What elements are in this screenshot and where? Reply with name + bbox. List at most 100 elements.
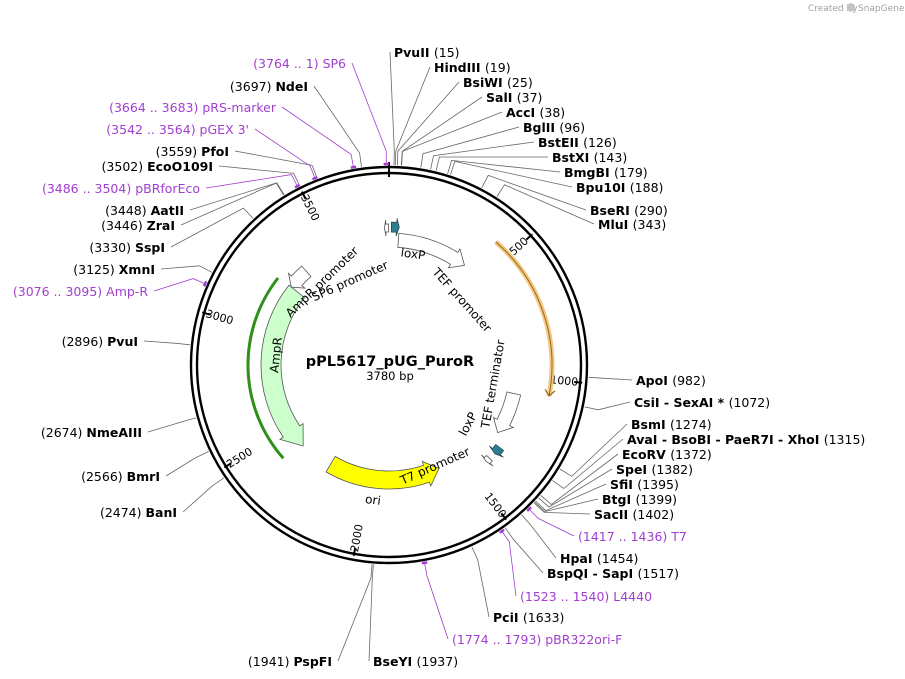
primer-leader xyxy=(254,128,316,180)
enzyme-position: (38) xyxy=(540,105,566,120)
site-text: (3764 .. 1) SP6 xyxy=(253,56,346,71)
enzyme-leader xyxy=(160,265,212,273)
enzyme-leader xyxy=(534,498,599,513)
site-text: (3448) AatII xyxy=(105,203,184,218)
enzyme-position: (3502) xyxy=(102,159,148,174)
enzyme-position: (19) xyxy=(485,60,511,75)
site-labels: PvuII (15)HindIII (19)BsiWI (25)SalI (37… xyxy=(13,45,865,669)
snapgene-logo-icon xyxy=(846,3,856,12)
enzyme-label: BspQI - SapI (1517) xyxy=(547,566,679,581)
primer-leader xyxy=(205,174,299,189)
ampr-arrow xyxy=(260,284,306,447)
enzyme-label: CsiI - SexAI * (1072) xyxy=(634,395,770,410)
enzyme-name: SpeI xyxy=(616,462,651,477)
enzyme-leader xyxy=(496,184,595,225)
enzyme-leader xyxy=(471,546,490,618)
site-text: SalI (37) xyxy=(486,90,542,105)
enzyme-name: NmeAIII xyxy=(86,425,142,440)
enzyme-label: SacII (1402) xyxy=(594,507,674,522)
enzyme-name: BstEII xyxy=(538,135,583,150)
primer-range: (3664 .. 3683) xyxy=(109,100,202,115)
label-leaders xyxy=(143,51,633,662)
small-promoter-arrow xyxy=(384,219,389,237)
primer-name: SP6 xyxy=(323,56,346,71)
enzyme-label: SalI (37) xyxy=(486,90,542,105)
site-text: ApoI (982) xyxy=(636,373,706,388)
primer-name: pRS-marker xyxy=(202,100,277,115)
enzyme-name: BtgI xyxy=(602,492,635,507)
enzyme-position: (25) xyxy=(507,75,533,90)
tick-label: 2000 xyxy=(348,523,366,553)
enzyme-name: PvuI xyxy=(107,334,138,349)
site-text: (3486 .. 3504) pBRforEco xyxy=(42,181,200,196)
credit-prefix: Created by xyxy=(808,4,858,14)
enzyme-name: BglII xyxy=(523,120,559,135)
tick-label: 2500 xyxy=(224,445,255,471)
site-text: BglII (96) xyxy=(523,120,585,135)
enzyme-label: Bpu10I (188) xyxy=(576,180,663,195)
enzyme-leader xyxy=(313,85,362,167)
enzyme-leader xyxy=(401,111,503,166)
tick-mark xyxy=(223,462,232,469)
enzyme-leader xyxy=(337,564,373,662)
enzyme-label: (3697) NdeI xyxy=(230,79,308,94)
enzyme-position: (3125) xyxy=(73,262,119,277)
enzyme-position: (1372) xyxy=(670,447,712,462)
tick-label: 1000 xyxy=(550,373,579,388)
site-text: (3076 .. 3095) Amp-R xyxy=(13,284,148,299)
site-text: (3330) SspI xyxy=(89,240,165,255)
enzyme-position: (982) xyxy=(672,373,706,388)
enzyme-name: BstXI xyxy=(552,150,594,165)
site-text: HindIII (19) xyxy=(434,60,511,75)
site-text: BstXI (143) xyxy=(552,150,627,165)
primer-leader xyxy=(351,62,387,166)
enzyme-position: (188) xyxy=(630,180,664,195)
enzyme-position: (37) xyxy=(517,90,543,105)
site-text: Bpu10I (188) xyxy=(576,180,663,195)
enzyme-leader xyxy=(552,438,624,490)
primer-name: T7 xyxy=(670,529,687,544)
enzyme-name: EcoO109I xyxy=(147,159,213,174)
enzyme-leader xyxy=(450,160,573,188)
enzyme-label: (2474) BanI xyxy=(100,505,177,520)
enzyme-leader xyxy=(147,417,197,433)
enzyme-name: Bpu10I xyxy=(576,180,630,195)
enzyme-name: SalI xyxy=(486,90,517,105)
tick-mark xyxy=(574,380,583,384)
enzyme-leader xyxy=(588,376,633,381)
site-text: (2474) BanI xyxy=(100,505,177,520)
site-text: (3502) EcoO109I xyxy=(102,159,213,174)
credit-brand: SnapGene xyxy=(858,4,905,14)
enzyme-position: (143) xyxy=(594,150,628,165)
loxp-arrow xyxy=(489,444,505,458)
enzyme-name: EcoRV xyxy=(622,447,670,462)
enzyme-position: (2474) xyxy=(100,505,146,520)
primer-label: (3764 .. 1) SP6 xyxy=(253,56,346,71)
enzyme-name: BseYI xyxy=(373,654,417,669)
site-text: EcoRV (1372) xyxy=(622,447,712,462)
site-text: PciI (1633) xyxy=(493,610,564,625)
enzyme-position: (3697) xyxy=(230,79,276,94)
enzyme-name: AatII xyxy=(151,203,184,218)
primer-label: (3076 .. 3095) Amp-R xyxy=(13,284,148,299)
site-text: (1523 .. 1540) L4440 xyxy=(520,589,652,604)
site-text: (3559) PfoI xyxy=(156,144,229,159)
plasmid-name: pPL5617_pUG_PuroR xyxy=(306,354,474,370)
enzyme-position: (1517) xyxy=(637,566,679,581)
tick-label: 3000 xyxy=(204,307,234,327)
primer-leader xyxy=(501,530,517,597)
site-text: BstEII (126) xyxy=(538,135,617,150)
enzyme-label: SpeI (1382) xyxy=(616,462,693,477)
enzyme-name: XmnI xyxy=(119,262,155,277)
enzyme-label: BglII (96) xyxy=(523,120,585,135)
enzyme-name: ZraI xyxy=(147,218,175,233)
enzyme-position: (1941) xyxy=(248,654,294,669)
site-text: (3446) ZraI xyxy=(101,218,175,233)
site-text: SfiI (1395) xyxy=(610,477,679,492)
enzyme-leader xyxy=(430,141,535,170)
site-text: (1417 .. 1436) T7 xyxy=(578,529,687,544)
enzyme-position: (3330) xyxy=(89,240,135,255)
primer-binding-mark xyxy=(499,528,505,534)
enzyme-name: ApoI xyxy=(636,373,672,388)
enzyme-label: BsiWI (25) xyxy=(463,75,533,90)
